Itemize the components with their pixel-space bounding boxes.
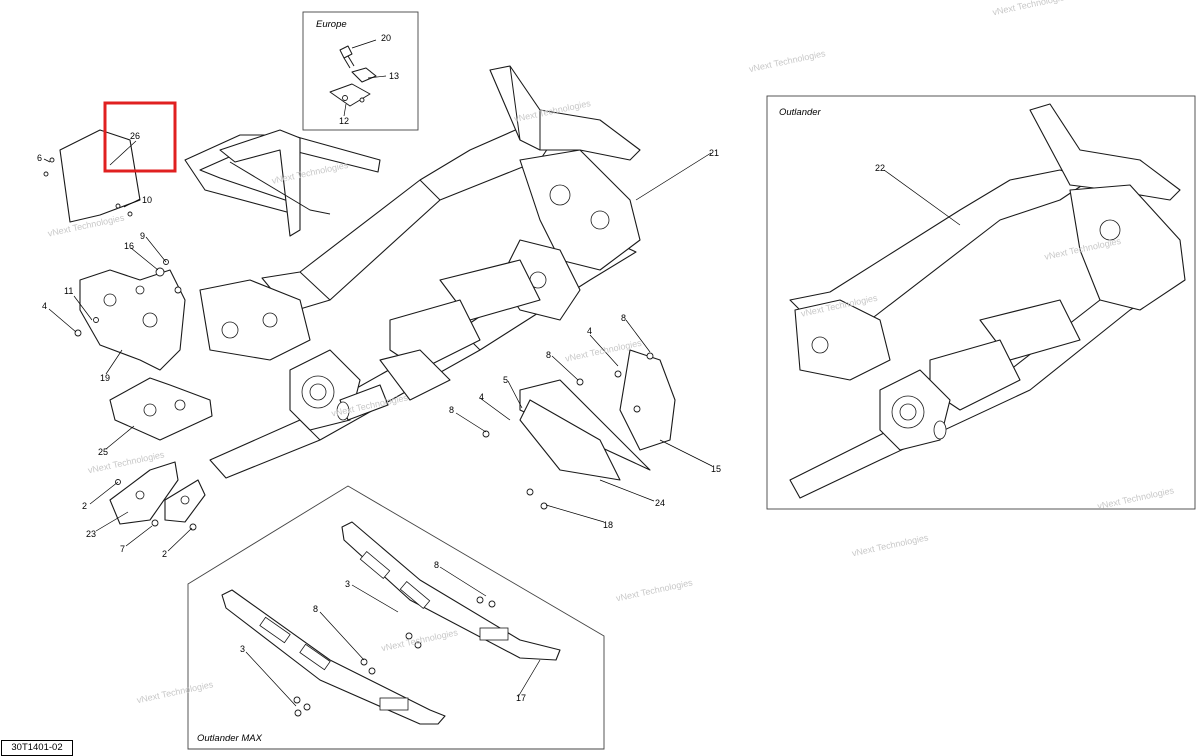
inset-outlander: Outlander <box>766 95 1196 510</box>
callout-16: 16 <box>124 241 134 251</box>
callout-26: 26 <box>130 131 140 141</box>
callout-8-right: 8 <box>621 313 626 323</box>
callout-2-top: 2 <box>82 501 87 511</box>
callout-4-right: 4 <box>587 326 592 336</box>
callout-7: 7 <box>120 544 125 554</box>
inset-outlander-max-title: Outlander MAX <box>197 733 263 744</box>
callout-3-max-top: 3 <box>345 579 350 589</box>
callout-21: 21 <box>709 148 719 158</box>
watermark: vNext Technologies <box>380 627 459 653</box>
inset-europe-title: Europe <box>316 19 347 30</box>
callout-24: 24 <box>655 498 665 508</box>
callout-25: 25 <box>98 447 108 457</box>
outlander-max-parts <box>221 521 561 725</box>
document-code: 30T1401-02 <box>1 740 73 756</box>
callout-19: 19 <box>100 373 110 383</box>
inset-outlander-title: Outlander <box>779 107 822 118</box>
callouts: 26 6 10 9 16 11 4 19 25 2 23 7 2 21 4 8 … <box>37 131 885 703</box>
highlight-box <box>103 101 177 173</box>
callout-9: 9 <box>140 231 145 241</box>
callout-15: 15 <box>711 464 721 474</box>
callout-8-max-top: 8 <box>434 560 439 570</box>
callout-23: 23 <box>86 529 96 539</box>
callout-20: 20 <box>381 33 391 43</box>
callout-11: 11 <box>64 286 73 296</box>
callout-8-max-mid: 8 <box>313 604 318 614</box>
callout-8-mid: 8 <box>546 350 551 360</box>
callout-6: 6 <box>37 153 42 163</box>
callout-4-mid: 4 <box>479 392 484 402</box>
watermark: vNext Technologies <box>992 0 1071 17</box>
leader-lines <box>43 140 961 707</box>
main-frame <box>184 65 676 481</box>
watermark: vNext Technologies <box>615 577 694 603</box>
rear-hardware <box>482 352 654 510</box>
callout-4-left: 4 <box>42 301 47 311</box>
callout-8-left: 8 <box>449 405 454 415</box>
watermark: vNext Technologies <box>1097 485 1176 511</box>
callout-3-max-bottom: 3 <box>240 644 245 654</box>
callout-5: 5 <box>503 375 508 385</box>
watermark: vNext Technologies <box>136 679 215 705</box>
callout-12: 12 <box>339 116 349 126</box>
outlander-frame <box>789 103 1186 499</box>
inset-europe: Europe 20 13 12 <box>302 11 419 131</box>
callout-17: 17 <box>516 693 526 703</box>
callout-18: 18 <box>603 520 613 530</box>
inset-outlander-max: Outlander MAX <box>187 485 605 750</box>
callout-10: 10 <box>142 195 152 205</box>
callout-2-bottom: 2 <box>162 549 167 559</box>
left-brackets <box>43 129 213 531</box>
callout-13: 13 <box>389 71 399 81</box>
callout-22: 22 <box>875 163 885 173</box>
watermark: vNext Technologies <box>748 48 827 74</box>
watermark: vNext Technologies <box>851 532 930 558</box>
